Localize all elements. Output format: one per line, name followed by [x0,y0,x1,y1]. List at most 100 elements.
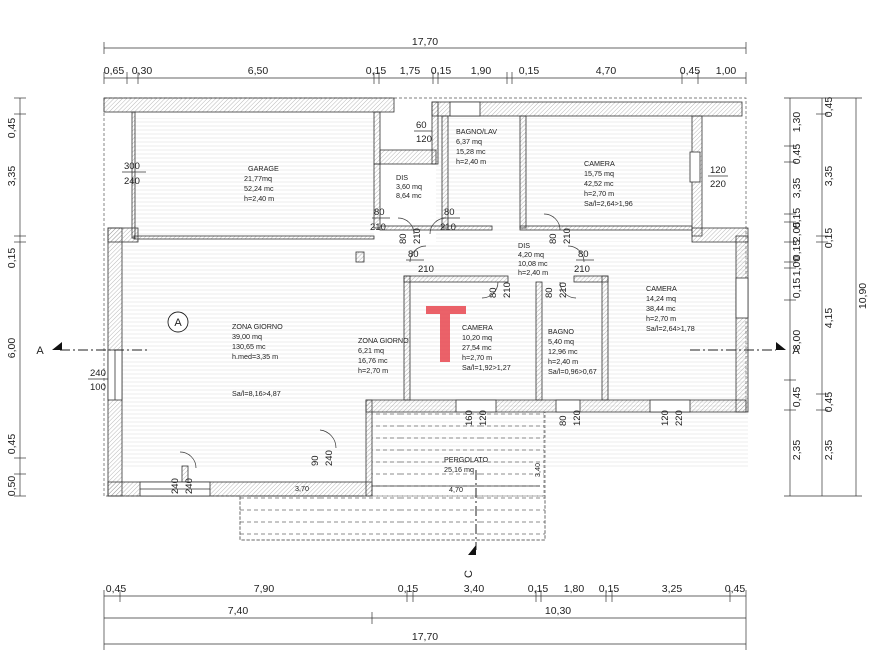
room-zona-giorno-1: ZONA GIORNO 39,00 mq 130,65 mc h.med=3,3… [232,322,283,398]
opening-3-w: 80 [374,207,385,218]
top-dim-5: 0,15 [431,65,452,77]
opening-5-h: 210 [418,264,434,275]
opening-1-h: 120 [416,134,432,145]
bottom-total-dim: 17,70 [412,631,438,643]
opening-6-h: 210 [574,264,590,275]
right-mid-dim-0: 0,45 [823,97,835,118]
bottom-dim-6: 0,15 [599,583,620,595]
right-inner-dim-9: 0,45 [791,387,803,408]
pergola: 3,70 4,70 3,40 [239,411,546,541]
left-dim-3: 6,00 [6,338,18,359]
opening-10-w: 80 [544,287,555,298]
right-inner-dim-8: 3,00 [791,330,803,351]
bottom-dim-5: 1,80 [564,583,585,595]
opening-15-h: 120 [572,410,583,426]
svg-text:52,24 mc: 52,24 mc [244,184,274,193]
right-mid-dim-4: 0,45 [823,392,835,413]
section-a-right-label: A [792,345,800,357]
left-dim-0: 0,45 [6,118,18,139]
opening-11-w: 240 [90,368,106,379]
opening-8-h: 210 [562,228,573,244]
top-dim-4: 1,75 [400,65,421,77]
opening-0-w: 300 [124,161,140,172]
svg-text:25,16 mq: 25,16 mq [444,465,474,474]
right-mid-dim-1: 3,35 [823,166,835,187]
svg-text:15,75 mq: 15,75 mq [584,169,614,178]
right-mid-dim-3: 4,15 [823,308,835,329]
svg-text:10,08 mc: 10,08 mc [518,259,548,268]
svg-text:12,96 mc: 12,96 mc [548,347,578,356]
svg-text:DIS: DIS [518,241,530,250]
top-dimensions: 17,70 0,65 0,30 6,50 0,15 1,75 0,15 1,90… [103,36,747,84]
pergola-dim-1: 3,70 [295,484,309,493]
svg-text:5,40 mq: 5,40 mq [548,337,574,346]
section-a-left-label: A [36,345,44,357]
svg-text:Sa/l=1,92>1,27: Sa/l=1,92>1,27 [462,363,511,372]
svg-text:3,60 mq: 3,60 mq [396,182,422,191]
svg-text:BAGNO/LAV: BAGNO/LAV [456,127,497,136]
top-total-dim: 17,70 [412,36,438,48]
top-dim-10: 1,00 [716,65,737,77]
bottom-dim-0: 0,45 [106,583,127,595]
room-camera-2: CAMERA 14,24 mq 38,44 mc h=2,70 m Sa/l=2… [646,284,695,333]
left-dim-1: 3,35 [6,166,18,187]
opening-2-h: 220 [710,179,726,190]
opening-9-w: 80 [488,287,499,298]
opening-7-w: 80 [398,233,409,244]
opening-14-w: 160 [464,410,475,426]
svg-text:38,44 mc: 38,44 mc [646,304,676,313]
bottom-dim-3: 3,40 [464,583,485,595]
room-camera-3: CAMERA 10,20 mq 27,54 mc h=2,70 m Sa/l=1… [462,323,511,372]
svg-text:6,37 mq: 6,37 mq [456,137,482,146]
opening-dimensions: 300 240 60 120 120 220 80 210 80 210 80 … [88,120,728,494]
room-camera-1: CAMERA 15,75 mq 42,52 mc h=2,70 m Sa/l=2… [584,159,633,208]
right-inner-dim-10: 2,35 [791,440,803,461]
svg-text:27,54 mc: 27,54 mc [462,343,492,352]
svg-text:Sa/l=2,64>1,78: Sa/l=2,64>1,78 [646,324,695,333]
left-dimensions: 0,45 3,35 0,15 6,00 0,45 0,50 [6,97,26,497]
svg-text:130,65 mc: 130,65 mc [232,342,266,351]
left-dim-5: 0,50 [6,476,18,497]
svg-text:h=2,70 m: h=2,70 m [646,314,676,323]
svg-text:BAGNO: BAGNO [548,327,574,336]
opening-11-h: 100 [90,382,106,393]
svg-text:h=2,40 m: h=2,40 m [244,194,274,203]
svg-text:h=2,40 m: h=2,40 m [548,357,578,366]
svg-text:Sa/l=2,64>1,96: Sa/l=2,64>1,96 [584,199,633,208]
right-inner-dim-2: 3,35 [791,178,803,199]
marker-a-label: A [174,317,182,329]
svg-text:PERGOLATO: PERGOLATO [444,455,488,464]
svg-text:Sa/l=8,16>4,87: Sa/l=8,16>4,87 [232,389,281,398]
right-total-dim: 10,90 [857,283,869,309]
bottom-dim-1: 7,90 [254,583,275,595]
top-dim-2: 6,50 [248,65,269,77]
svg-text:4,20 mq: 4,20 mq [518,250,544,259]
svg-text:Sa/l=0,96>0,67: Sa/l=0,96>0,67 [548,367,597,376]
opening-6-w: 80 [578,249,589,260]
opening-4-h: 210 [440,222,456,233]
bottom-dim-4: 0,15 [528,583,549,595]
top-dim-6: 1,90 [471,65,492,77]
svg-text:CAMERA: CAMERA [646,284,677,293]
bottom-mid-dim-1: 10,30 [545,605,571,617]
right-mid-dim-2: 0,15 [823,228,835,249]
opening-10-h: 210 [558,282,569,298]
right-inner-dim-6: 1,00 [791,256,803,277]
opening-15-w: 80 [558,415,569,426]
right-inner-dim-4: 2,05 [791,222,803,243]
room-garage: GARAGE 21,77mq 52,24 mc h=2,40 m [244,164,279,203]
section-line-c: C [463,470,477,578]
top-dim-1: 0,30 [132,65,153,77]
opening-16-h: 220 [674,410,685,426]
right-mid-dim-5: 2,35 [823,440,835,461]
svg-text:h=2,70 m: h=2,70 m [584,189,614,198]
room-bagno-lav: BAGNO/LAV 6,37 mq 15,28 mc h=2,40 m [456,127,497,166]
opening-12-h: 240 [324,450,335,466]
right-inner-dim-3: 0,15 [791,208,803,229]
bottom-dim-7: 3,25 [662,583,683,595]
bottom-dim-8: 0,45 [725,583,746,595]
svg-text:h=2,40 m: h=2,40 m [456,157,486,166]
svg-text:ZONA GIORNO: ZONA GIORNO [358,336,409,345]
section-c-label: C [463,570,475,578]
svg-text:h.med=3,35 m: h.med=3,35 m [232,352,278,361]
